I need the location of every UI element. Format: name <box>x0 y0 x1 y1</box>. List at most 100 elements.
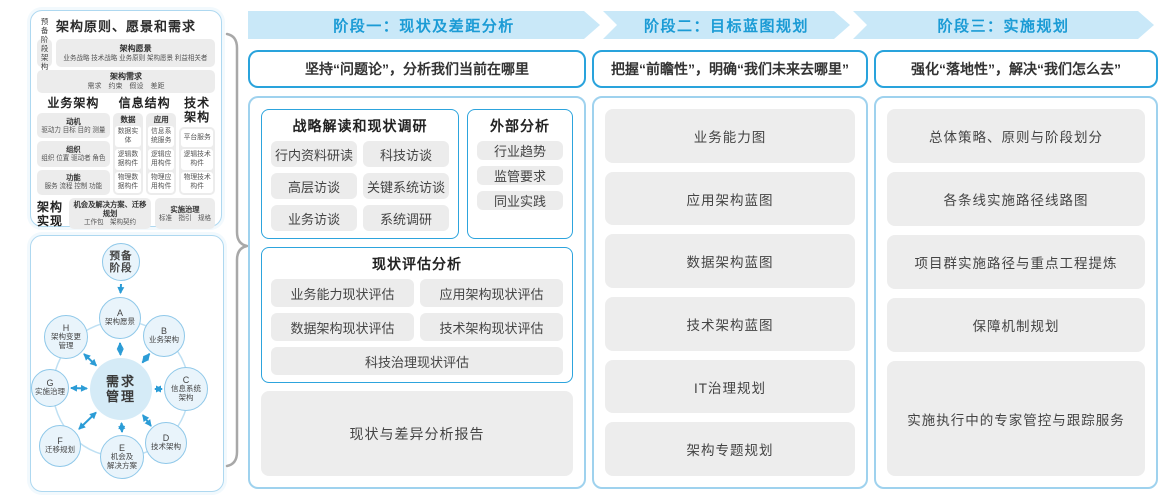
prep-node-line1: 预备 <box>109 250 133 262</box>
info-header: 信息结构 <box>118 96 171 110</box>
panel-title: 架构原则、愿景和需求 <box>55 19 196 34</box>
node-b-business-architecture: B 业务架构 <box>143 315 185 357</box>
governance-sub: 标准 指引 规格 <box>158 214 212 222</box>
node-requirements-management: 需求 管理 <box>90 358 152 420</box>
phase3-item-program-path: 项目群实施路径与重点工程提炼 <box>887 235 1145 290</box>
grouping-brace <box>225 32 249 468</box>
phase-1-container: 战略解读和现状调研 行内资料研读 科技访谈 高层访谈 关键系统访谈 业务访谈 系… <box>248 96 586 489</box>
data-item: 逻辑数据构件 <box>114 149 142 170</box>
function-box: 功能 服务 流程 控制 功能 <box>37 169 110 195</box>
phase-band-3-label: 阶段三：实施规划 <box>937 17 1070 35</box>
node-letter: F <box>57 436 63 447</box>
data-subcolumn: 数据 数据实体 逻辑数据构件 物理数据构件 <box>112 113 144 195</box>
survey-item: 关键系统访谈 <box>363 173 449 199</box>
assess-title: 现状评估分析 <box>372 256 462 272</box>
tech-header: 技术架构 <box>184 96 211 124</box>
node-preparation-phase: 预备 阶段 <box>102 243 140 281</box>
tech-item: 逻辑技术构件 <box>181 149 213 170</box>
phase-band-1-label: 阶段一：现状及差距分析 <box>333 17 515 35</box>
node-label: 业务架构 <box>149 335 179 345</box>
node-label: 信息系统 <box>171 384 201 393</box>
node-label2: 解决方案 <box>107 460 137 470</box>
external-title: 外部分析 <box>490 118 550 134</box>
tech-subcolumn: 平台服务 逻辑技术构件 物理技术构件 <box>179 127 215 195</box>
vision-sub: 业务战略 技术战略 业务原则 架构愿景 利益相关者 <box>63 54 208 62</box>
technical-architecture-column: 技术架构 平台服务 逻辑技术构件 物理技术构件 <box>179 96 215 195</box>
adm-cycle-panel: 预备 阶段 A 架构愿景 B 业务架构 C 信息系统 架构 D 技术架构 E 机… <box>30 235 224 492</box>
phase-1-subtitle-text: 坚持“问题论”，分析我们当前在哪里 <box>305 61 529 77</box>
node-label: 迁移规划 <box>45 445 75 455</box>
node-h-architecture-change: H 架构变更 管理 <box>44 315 88 359</box>
node-letter: G <box>46 378 54 389</box>
prep-to-a-arrow <box>117 283 125 294</box>
survey-title: 战略解读和现状调研 <box>292 118 428 134</box>
opportunities-migration-box: 机会及解决方案、迁移规划 工作包 架构契约 <box>69 198 151 229</box>
survey-item: 业务访谈 <box>271 205 357 231</box>
center-e-arrow <box>118 422 126 433</box>
architecture-requirements-box: 架构需求 需求 约束 假设 差距 <box>37 70 215 93</box>
center-d-arrow <box>142 414 152 427</box>
architecture-vision-box: 架构愿景 业务战略 技术战略 业务原则 架构愿景 利益相关者 <box>56 39 215 67</box>
node-letter: E <box>118 443 125 453</box>
node-f-migration-planning: F 迁移规划 <box>39 425 81 467</box>
node-letter: A <box>116 308 123 319</box>
phase-2-container: 业务能力图 应用架构蓝图 数据架构蓝图 技术架构蓝图 IT治理规划 架构专题规划 <box>592 96 868 489</box>
node-letter: C <box>182 375 190 385</box>
application-subcolumn: 应用 信息系统服务 逻辑应用构件 物理应用构件 <box>146 113 177 195</box>
data-item: 数据实体 <box>114 126 142 147</box>
phase-band-3: 阶段三：实施规划 <box>853 11 1154 39</box>
phase-3-subtitle-text: 强化“落地性”，解决“我们怎么去” <box>911 61 1121 77</box>
phase-3-subtitle: 强化“落地性”，解决“我们怎么去” <box>874 50 1158 88</box>
phase3-item-roadmap-by-line: 各条线实施路径线路图 <box>887 172 1145 227</box>
node-a-architecture-vision: A 架构愿景 <box>99 297 141 339</box>
assess-item: 数据架构现状评估 <box>271 313 414 341</box>
survey-item: 系统调研 <box>363 205 449 231</box>
phase3-item-overall-strategy: 总体策略、原则与阶段划分 <box>887 109 1145 164</box>
prep-phase-box: 预备阶段 架构原则 <box>37 17 53 89</box>
app-item: 逻辑应用构件 <box>148 149 175 170</box>
external-item: 监管要求 <box>477 166 563 185</box>
governance-title: 实施治理 <box>170 204 200 214</box>
external-analysis-box: 外部分析 行业趋势 监管要求 同业实践 <box>467 109 573 239</box>
business-architecture-column: 业务架构 动机 驱动力 目标 目的 测量 组织 组织 位置 驱动者 角色 功能 … <box>37 96 110 195</box>
phase2-item-technology-blueprint: 技术架构蓝图 <box>605 297 855 351</box>
phase-1-subtitle: 坚持“问题论”，分析我们当前在哪里 <box>248 50 586 88</box>
app-item: 物理应用构件 <box>148 172 175 193</box>
tech-item: 平台服务 <box>181 129 213 147</box>
motivation-sub: 驱动力 目标 目的 测量 <box>41 126 106 134</box>
impl-label-line1: 架构 <box>37 199 64 214</box>
phase-band-2-label: 阶段二：目标蓝图规划 <box>643 17 809 35</box>
phase2-item-it-governance-plan: IT治理规划 <box>605 359 855 414</box>
tech-item: 物理技术构件 <box>181 172 213 193</box>
opportunities-title: 机会及解决方案、迁移规划 <box>73 200 147 218</box>
phase2-item-business-capability-map: 业务能力图 <box>605 109 855 163</box>
app-header: 应用 <box>153 115 169 124</box>
node-d-technology-architecture: D 技术架构 <box>145 422 187 464</box>
external-item: 同业实践 <box>477 191 563 210</box>
current-state-assessment-box: 现状评估分析 业务能力现状评估 应用架构现状评估 数据架构现状评估 技术架构现状… <box>261 247 573 383</box>
node-label2: 架构 <box>178 392 194 402</box>
node-label: 实施治理 <box>35 387 65 397</box>
prep-node-line2: 阶段 <box>109 262 133 274</box>
implementation-governance-box: 实施治理 标准 指引 规格 <box>155 198 215 229</box>
phase3-item-expert-tracking-service: 实施执行中的专家管控与跟踪服务 <box>887 361 1145 476</box>
center-h-arrow <box>83 353 98 367</box>
motivation-box: 动机 驱动力 目标 目的 测量 <box>37 113 110 139</box>
node-label: 架构变更 <box>51 332 81 341</box>
node-g-implementation-governance: G 实施治理 <box>31 369 69 407</box>
center-f-arrow <box>78 411 97 430</box>
organization-title: 组织 <box>66 144 81 154</box>
node-label: 架构愿景 <box>105 317 135 327</box>
strategy-survey-box: 战略解读和现状调研 行内资料研读 科技访谈 高层访谈 关键系统访谈 业务访谈 系… <box>261 109 459 239</box>
business-header: 业务架构 <box>47 96 100 110</box>
center-line2: 管理 <box>105 389 136 404</box>
organization-box: 组织 组织 位置 驱动者 角色 <box>37 141 110 167</box>
phase2-item-data-blueprint: 数据架构蓝图 <box>605 234 855 289</box>
phase-band-2: 阶段二：目标蓝图规划 <box>603 11 850 39</box>
function-title: 功能 <box>66 173 81 183</box>
node-letter: D <box>162 433 170 444</box>
phase-2-subtitle-text: 把握“前瞻性”，明确“我们未来去哪里” <box>611 61 849 77</box>
survey-item: 科技访谈 <box>363 141 449 167</box>
information-structure-column: 信息结构 数据 数据实体 逻辑数据构件 物理数据构件 应用 信息系统服务 逻辑应… <box>112 96 177 195</box>
node-letter: H <box>62 323 70 333</box>
